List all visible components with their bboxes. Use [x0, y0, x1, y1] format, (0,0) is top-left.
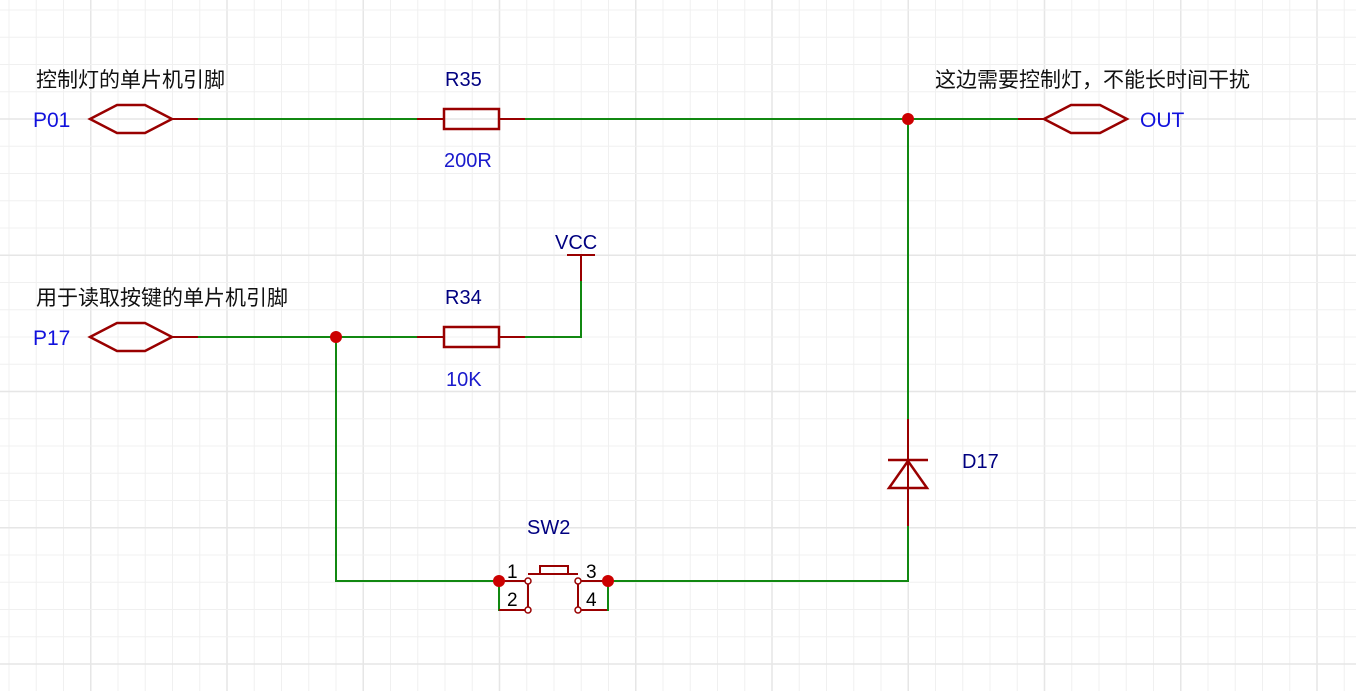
wire-r34-vcc[interactable] — [525, 281, 582, 338]
sw2-pin-number-2: 2 — [507, 590, 518, 611]
sw2-actuator-cap — [539, 565, 569, 575]
r35-value: 200R — [444, 150, 492, 172]
sw2-pin-number-1: 1 — [507, 562, 518, 583]
note-p01: 控制灯的单片机引脚 — [36, 69, 225, 92]
sw2-contact-circle — [524, 577, 532, 585]
note-p17: 用于读取按键的单片机引脚 — [36, 287, 288, 310]
net-port-out[interactable]: OUT — [1018, 103, 1185, 135]
vcc-label: VCC — [555, 232, 597, 254]
d17-triangle — [886, 458, 930, 490]
d17-designator: D17 — [962, 451, 999, 473]
note-out: 这边需要控制灯，不能长时间干扰 — [935, 69, 1250, 92]
switch-sw2[interactable]: SW2 1 2 3 4 — [498, 517, 609, 614]
resistor-r35[interactable]: R35 200R — [417, 69, 526, 172]
sw2-contact-circle — [524, 606, 532, 614]
junction-p17 — [330, 331, 342, 343]
wire-d17-sw2[interactable] — [607, 526, 909, 582]
net-port-p01[interactable]: P01 — [33, 103, 199, 135]
junction-out — [902, 113, 914, 125]
r34-value: 10K — [446, 369, 482, 391]
net-port-label-p01: P01 — [33, 109, 70, 132]
diode-d17[interactable]: D17 — [886, 419, 999, 527]
junction-sw2-left — [493, 575, 505, 587]
sw2-designator: SW2 — [527, 517, 570, 539]
junction-sw2-right — [602, 575, 614, 587]
net-port-label-out: OUT — [1140, 109, 1185, 132]
net-port-label-p17: P17 — [33, 327, 70, 350]
power-vcc[interactable]: VCC — [555, 232, 597, 282]
r35-designator: R35 — [445, 69, 482, 91]
sw2-pin-number-4: 4 — [586, 590, 597, 611]
sw2-contact-circle — [574, 577, 582, 585]
resistor-r34[interactable]: R34 10K — [417, 287, 526, 391]
net-port-p17[interactable]: P17 — [33, 321, 199, 353]
sw2-contact-circle — [574, 606, 582, 614]
r34-designator: R34 — [445, 287, 482, 309]
net-port-symbol — [1041, 103, 1130, 135]
sw2-pin-number-3: 3 — [586, 562, 597, 583]
